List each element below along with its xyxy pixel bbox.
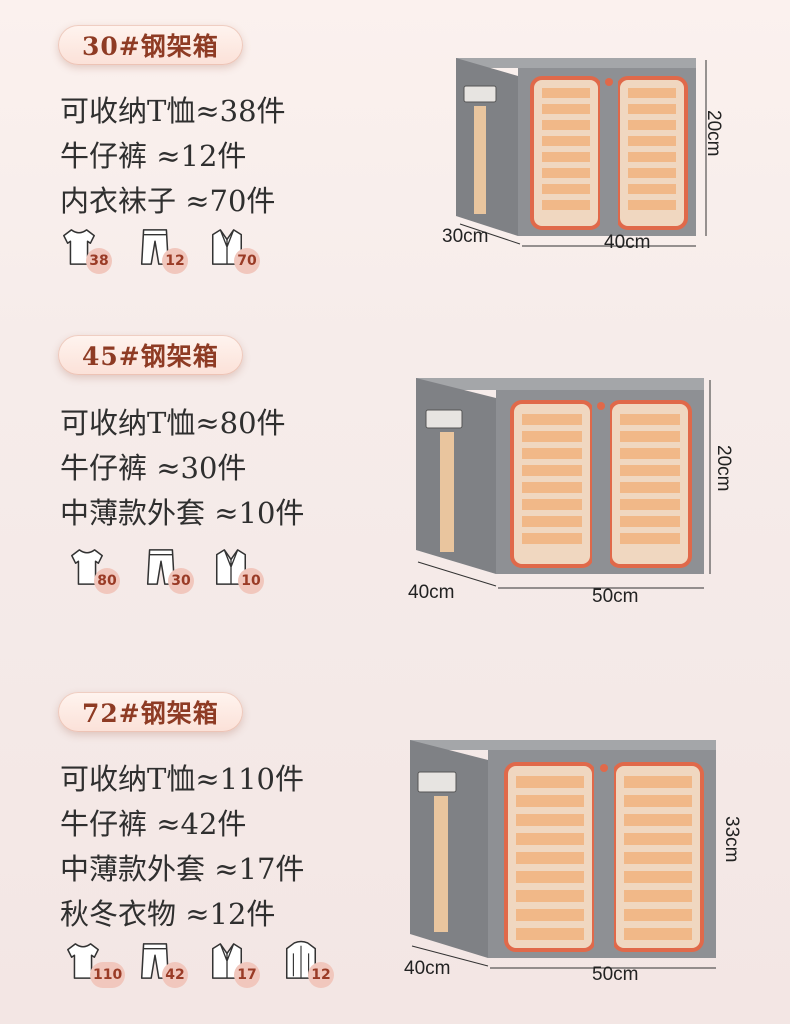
capacity-line: 牛仔裤 ≈42件 <box>60 807 247 841</box>
jacket-icon: 10 <box>212 546 264 594</box>
capacity-line: 可收纳T恤≈110件 <box>60 762 304 796</box>
tshirt-icon: 80 <box>68 546 120 594</box>
capacity-line: 牛仔裤 ≈12件 <box>60 139 247 173</box>
pants-icon: 30 <box>142 546 194 594</box>
height-dimension: 33cm <box>721 816 742 863</box>
depth-dimension: 40cm <box>404 958 451 979</box>
size-title: 45#钢架箱 <box>58 335 243 375</box>
height-dimension: 20cm <box>703 110 724 157</box>
count-badge: 10 <box>238 568 264 594</box>
count-badge: 12 <box>308 962 334 988</box>
depth-dimension: 30cm <box>442 226 489 247</box>
capacity-line: 中薄款外套 ≈17件 <box>60 852 305 886</box>
capacity-line: 秋冬衣物 ≈12件 <box>60 897 276 931</box>
count-badge: 38 <box>86 248 112 274</box>
coat-icon: 12 <box>282 940 334 988</box>
jacket-icon: 17 <box>208 940 260 988</box>
height-dimension: 20cm <box>713 445 734 492</box>
tshirt-icon: 38 <box>60 226 112 274</box>
count-badge: 80 <box>94 568 120 594</box>
count-badge: 17 <box>234 962 260 988</box>
pants-icon: 42 <box>136 940 188 988</box>
capacity-line: 内衣袜子 ≈70件 <box>60 184 276 218</box>
section-45: 45#钢架箱 可收纳T恤≈80件 牛仔裤 ≈30件 中薄款外套 ≈10件 80 … <box>0 310 790 670</box>
count-badge: 70 <box>234 248 260 274</box>
pants-icon: 12 <box>136 226 188 274</box>
size-title: 30#钢架箱 <box>58 25 243 65</box>
section-72: 72#钢架箱 可收纳T恤≈110件 牛仔裤 ≈42件 中薄款外套 ≈17件 秋冬… <box>0 670 790 1024</box>
jacket-icon: 70 <box>208 226 260 274</box>
count-badge: 30 <box>168 568 194 594</box>
storage-box-image <box>400 734 720 978</box>
capacity-line: 可收纳T恤≈38件 <box>60 94 286 128</box>
tshirt-icon: 110 <box>64 940 126 988</box>
capacity-line: 可收纳T恤≈80件 <box>60 406 286 440</box>
width-dimension: 50cm <box>592 586 639 607</box>
width-dimension: 40cm <box>604 232 651 253</box>
depth-dimension: 40cm <box>408 582 455 603</box>
count-badge: 110 <box>90 962 126 988</box>
width-dimension: 50cm <box>592 964 639 985</box>
section-30: 30#钢架箱 可收纳T恤≈38件 牛仔裤 ≈12件 内衣袜子 ≈70件 38 1… <box>0 0 790 310</box>
capacity-line: 牛仔裤 ≈30件 <box>60 451 247 485</box>
storage-box-image <box>404 370 724 604</box>
storage-box-image <box>438 48 728 272</box>
size-title: 72#钢架箱 <box>58 692 243 732</box>
count-badge: 12 <box>162 248 188 274</box>
capacity-line: 中薄款外套 ≈10件 <box>60 496 305 530</box>
count-badge: 42 <box>162 962 188 988</box>
